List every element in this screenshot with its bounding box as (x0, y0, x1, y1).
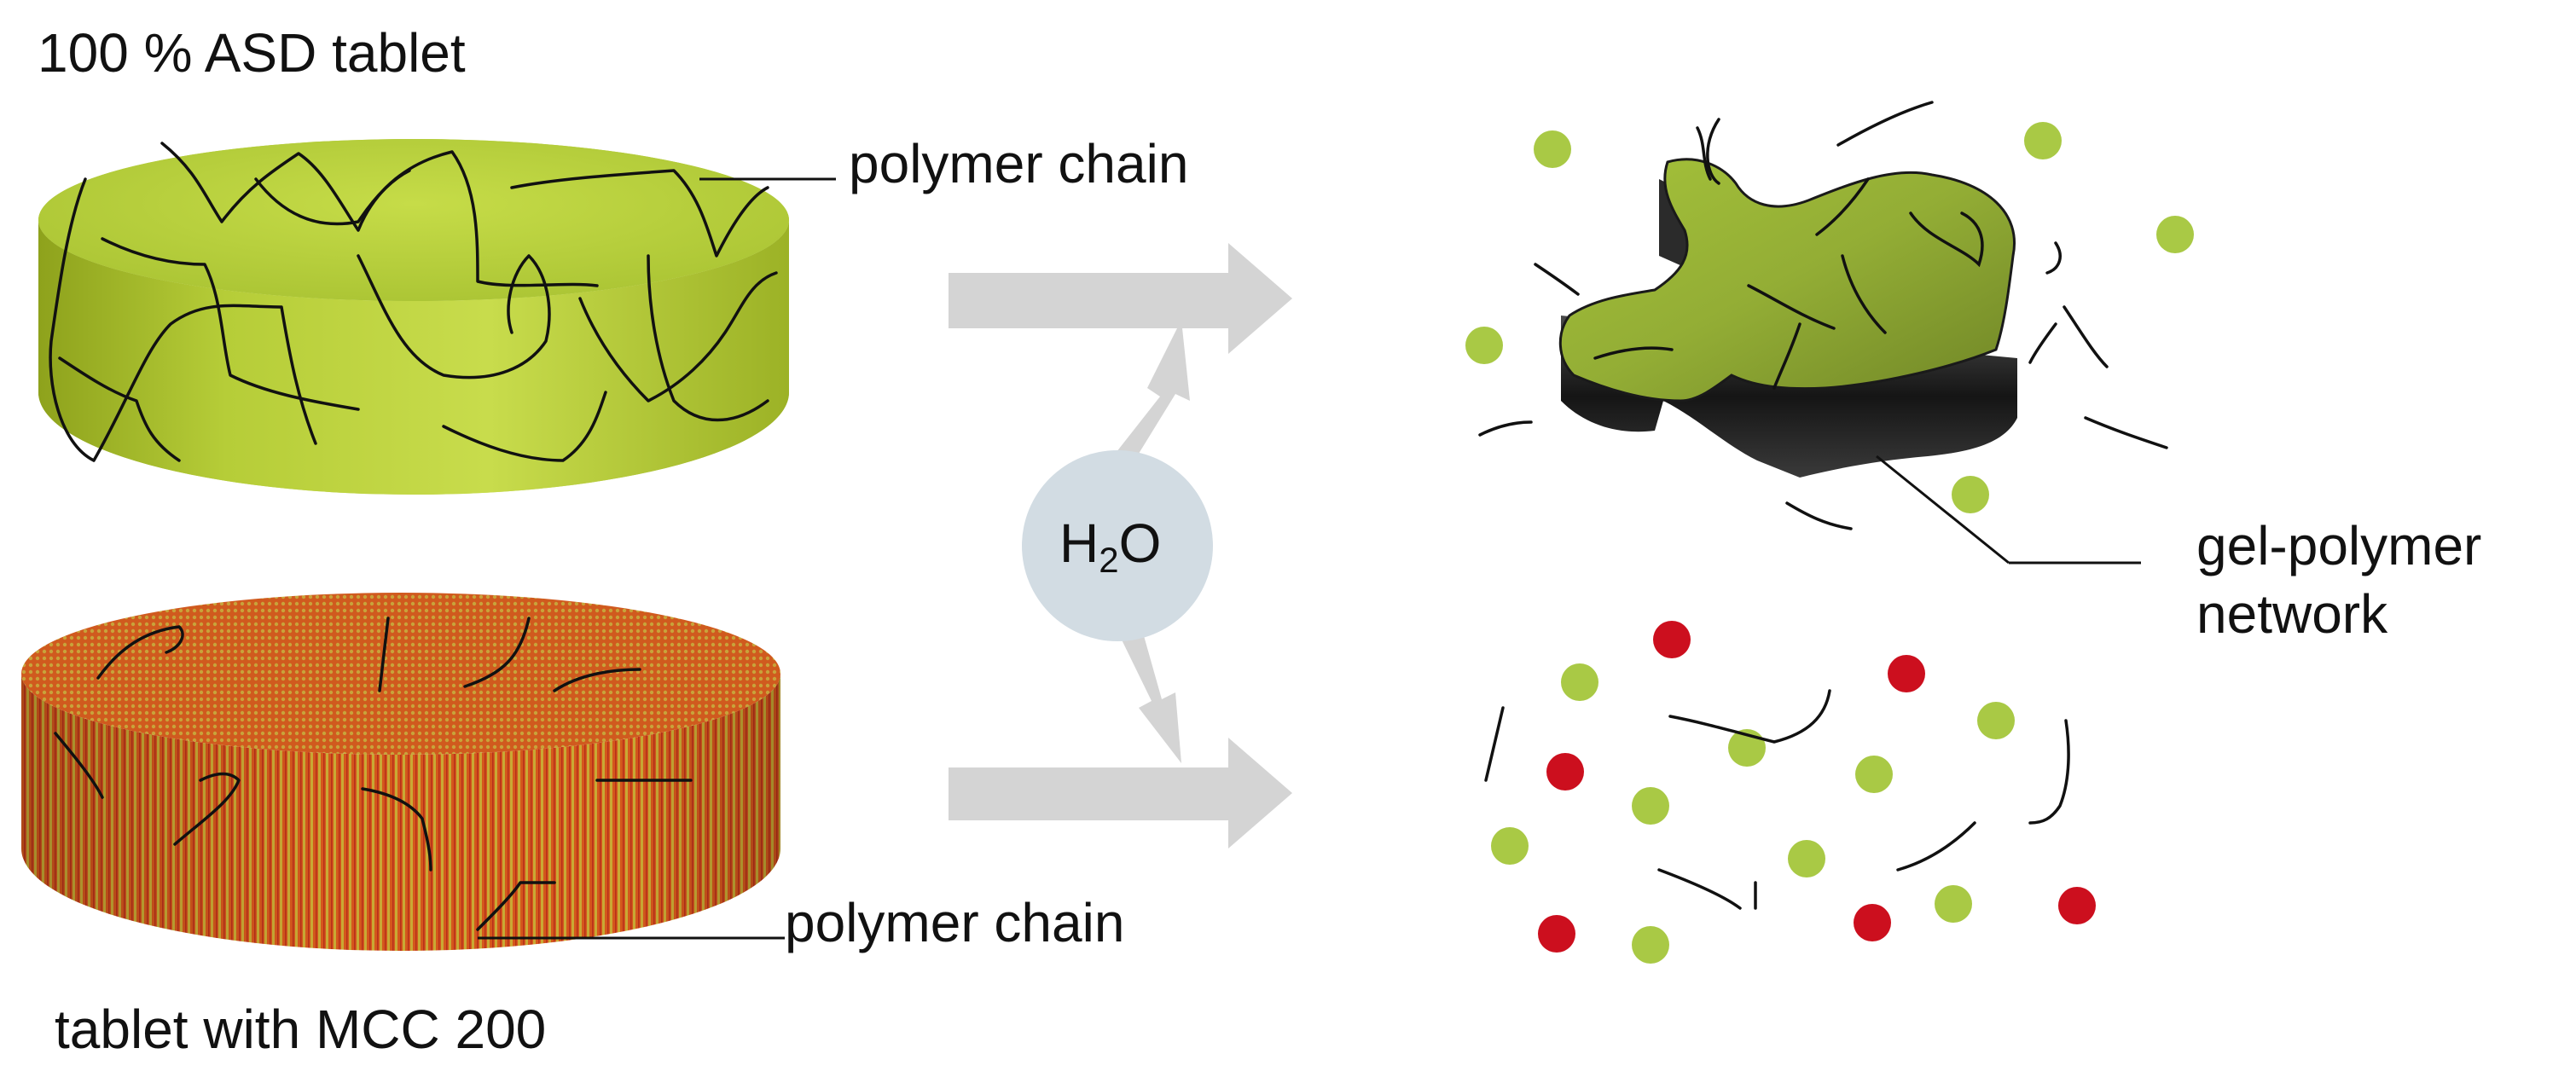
asd-polymer-chains (49, 142, 778, 462)
mcc-tablet-label: tablet with MCC 200 (55, 999, 547, 1060)
process-arrows (949, 243, 1292, 848)
gel-chains (1593, 126, 1984, 390)
asd-tablet-top-face (38, 139, 789, 301)
particle-red (1888, 655, 1925, 692)
mcc-polymer-chains (54, 617, 693, 931)
particle-green (1465, 327, 1503, 364)
water-label-h: H (1059, 513, 1099, 574)
loose-chains-top (1478, 101, 2168, 530)
mcc-tablet-top-face (21, 593, 780, 755)
particle-green (1788, 840, 1825, 877)
water-label-o: O (1118, 513, 1162, 574)
water-label-subscript: 2 (1099, 540, 1119, 580)
gel-block-top (1558, 158, 2016, 403)
polymer-chain-label-top: polymer chain (849, 133, 1189, 194)
arrow-top (949, 243, 1292, 354)
water-label: H2O (1059, 516, 1161, 578)
asd-tablet-label: 100 % ASD tablet (38, 22, 466, 84)
water-circle (1022, 450, 1213, 641)
particle-green (1855, 756, 1893, 793)
particle-green (1935, 885, 1972, 923)
gel-network-label-line1: gel-polymer (2196, 515, 2482, 576)
mcc-tablet-side-shading (21, 674, 780, 951)
particle-green (1491, 827, 1529, 865)
particle-red (1854, 904, 1891, 941)
particle-green (1534, 130, 1571, 168)
mcc-tablet (21, 593, 785, 951)
asd-tablet (38, 139, 836, 495)
gel-polymer-block (1558, 126, 2017, 478)
polymer-chain-label-bottom: polymer chain (785, 892, 1125, 953)
particle-red (2058, 887, 2096, 924)
arrow-water-down (1117, 627, 1181, 763)
particle-green (1977, 702, 2015, 739)
arrow-water-up (1113, 320, 1190, 460)
particle-green (1952, 476, 1989, 513)
gel-network-label: gel-polymer network (2196, 512, 2481, 648)
gel-network-label-line2: network (2196, 583, 2388, 645)
particles-top (1465, 122, 2194, 513)
particle-green (1632, 926, 1669, 964)
asd-tablet-front (38, 220, 789, 495)
dissolved-chains (1484, 689, 2070, 910)
particle-green (1561, 663, 1598, 701)
particle-green (2156, 216, 2194, 253)
particle-red (1546, 753, 1584, 791)
dissolved-particles (1491, 621, 2096, 964)
particle-green (2024, 122, 2062, 159)
particle-red (1538, 915, 1575, 953)
particle-red (1653, 621, 1691, 658)
gel-network-leader (1876, 455, 2010, 565)
particle-green (1632, 787, 1669, 825)
arrow-bottom (949, 738, 1292, 848)
